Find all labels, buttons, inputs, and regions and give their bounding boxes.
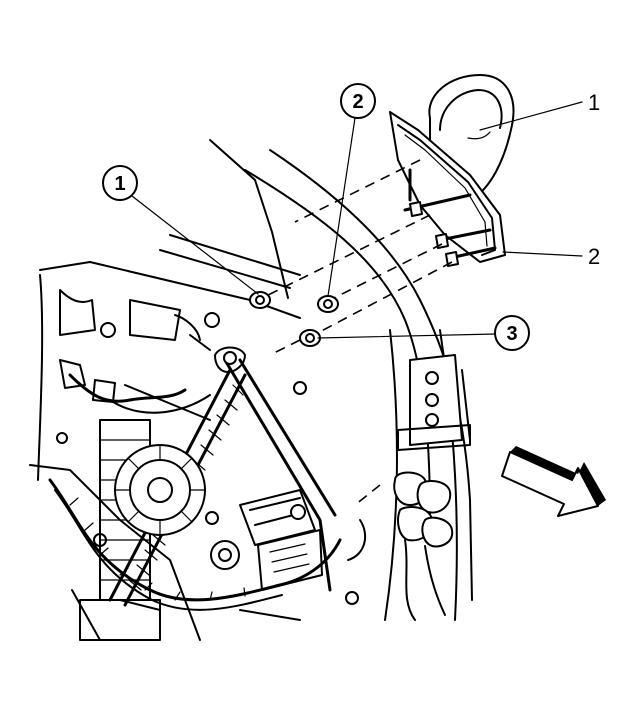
nut-upper-right — [317, 295, 339, 313]
callout-3-circle-label: 3 — [506, 323, 517, 345]
wiring-harness — [48, 359, 342, 611]
mirror-nuts — [249, 291, 339, 347]
callout-1-circle-label: 1 — [114, 173, 125, 195]
mirror-mounting-plate — [389, 111, 506, 263]
callout-2-plain-label: 2 — [588, 244, 600, 269]
window-regulator — [99, 334, 337, 607]
callout-2-plain: 2 — [502, 244, 600, 269]
nut-upper-left — [249, 291, 271, 309]
callout-1-circle: 1 — [102, 165, 259, 295]
callout-1-plain-label: 1 — [588, 90, 600, 115]
nut-lower — [299, 329, 321, 347]
callout-2-circle: 2 — [327, 83, 376, 297]
harness-grommets — [354, 471, 454, 621]
mirror-studs — [403, 168, 497, 267]
callout-2-circle-label: 2 — [352, 91, 363, 113]
forward-direction-arrow — [501, 446, 606, 517]
door-hinge — [397, 354, 471, 451]
callout-1-plain: 1 — [479, 90, 600, 131]
callout-3-circle: 3 — [317, 315, 530, 351]
inner-door-panel — [37, 274, 367, 641]
alignment-lines — [261, 159, 453, 356]
